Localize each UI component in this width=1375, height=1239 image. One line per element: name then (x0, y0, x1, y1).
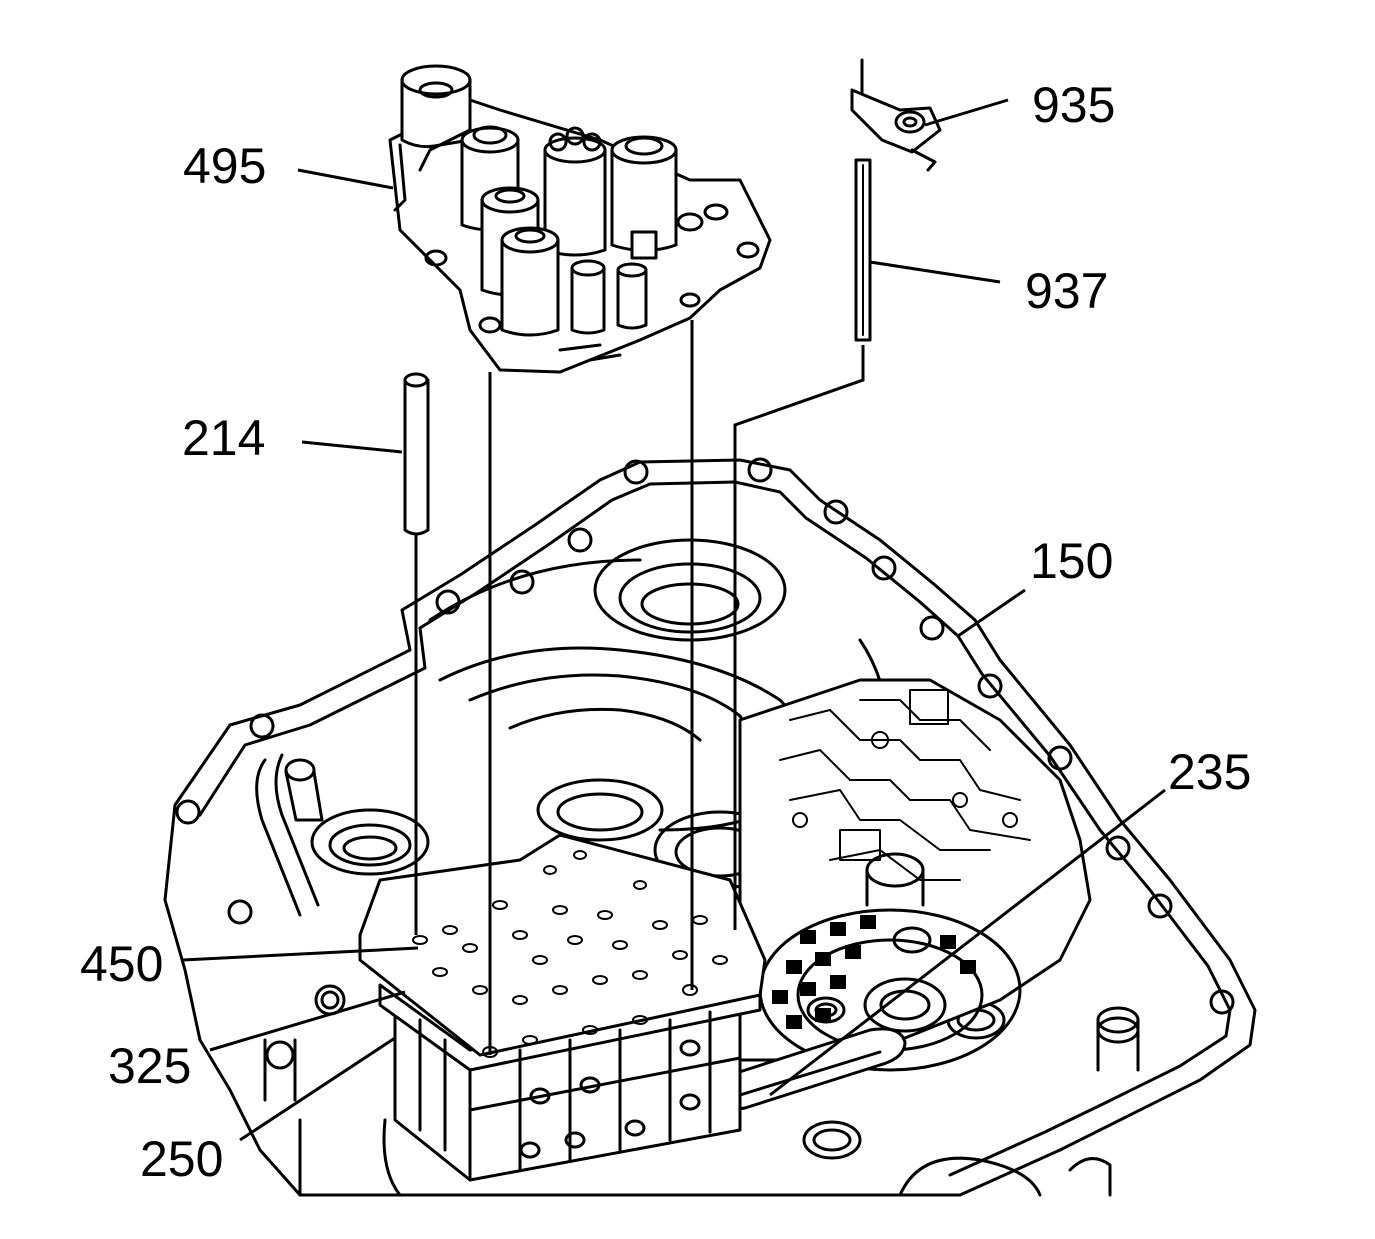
solenoid-3 (610, 135, 678, 260)
callout-495: 495 (183, 138, 266, 194)
left-tube (255, 753, 324, 917)
callout-labels: 935 495 937 214 150 235 450 325 250 (80, 77, 1251, 1187)
grid-pattern (772, 915, 976, 1029)
callout-937: 937 (1025, 263, 1108, 319)
callout-935: 935 (1032, 77, 1115, 133)
alignment-lines (414, 320, 865, 1055)
bearing-left (310, 808, 430, 876)
solenoid-small (570, 259, 648, 335)
solenoid-5 (500, 226, 560, 337)
callout-325: 325 (108, 1038, 191, 1094)
plate-holes (412, 850, 728, 1058)
solenoid-body-assembly (388, 64, 772, 374)
callout-150: 150 (1030, 533, 1113, 589)
flange-bolt-holes (175, 457, 1235, 1070)
leader-lines (182, 98, 1166, 1142)
callout-250: 250 (140, 1131, 223, 1187)
manual-valve-link-937 (854, 158, 872, 342)
callout-214: 214 (182, 410, 265, 466)
pin-214 (403, 372, 430, 536)
lower-left-features (263, 984, 402, 1197)
detent-bracket-935 (850, 58, 942, 172)
valve-body-stack (358, 833, 767, 1182)
valve-body-blocks (418, 1010, 742, 1172)
callout-450: 450 (80, 936, 163, 992)
callout-235: 235 (1168, 744, 1251, 800)
